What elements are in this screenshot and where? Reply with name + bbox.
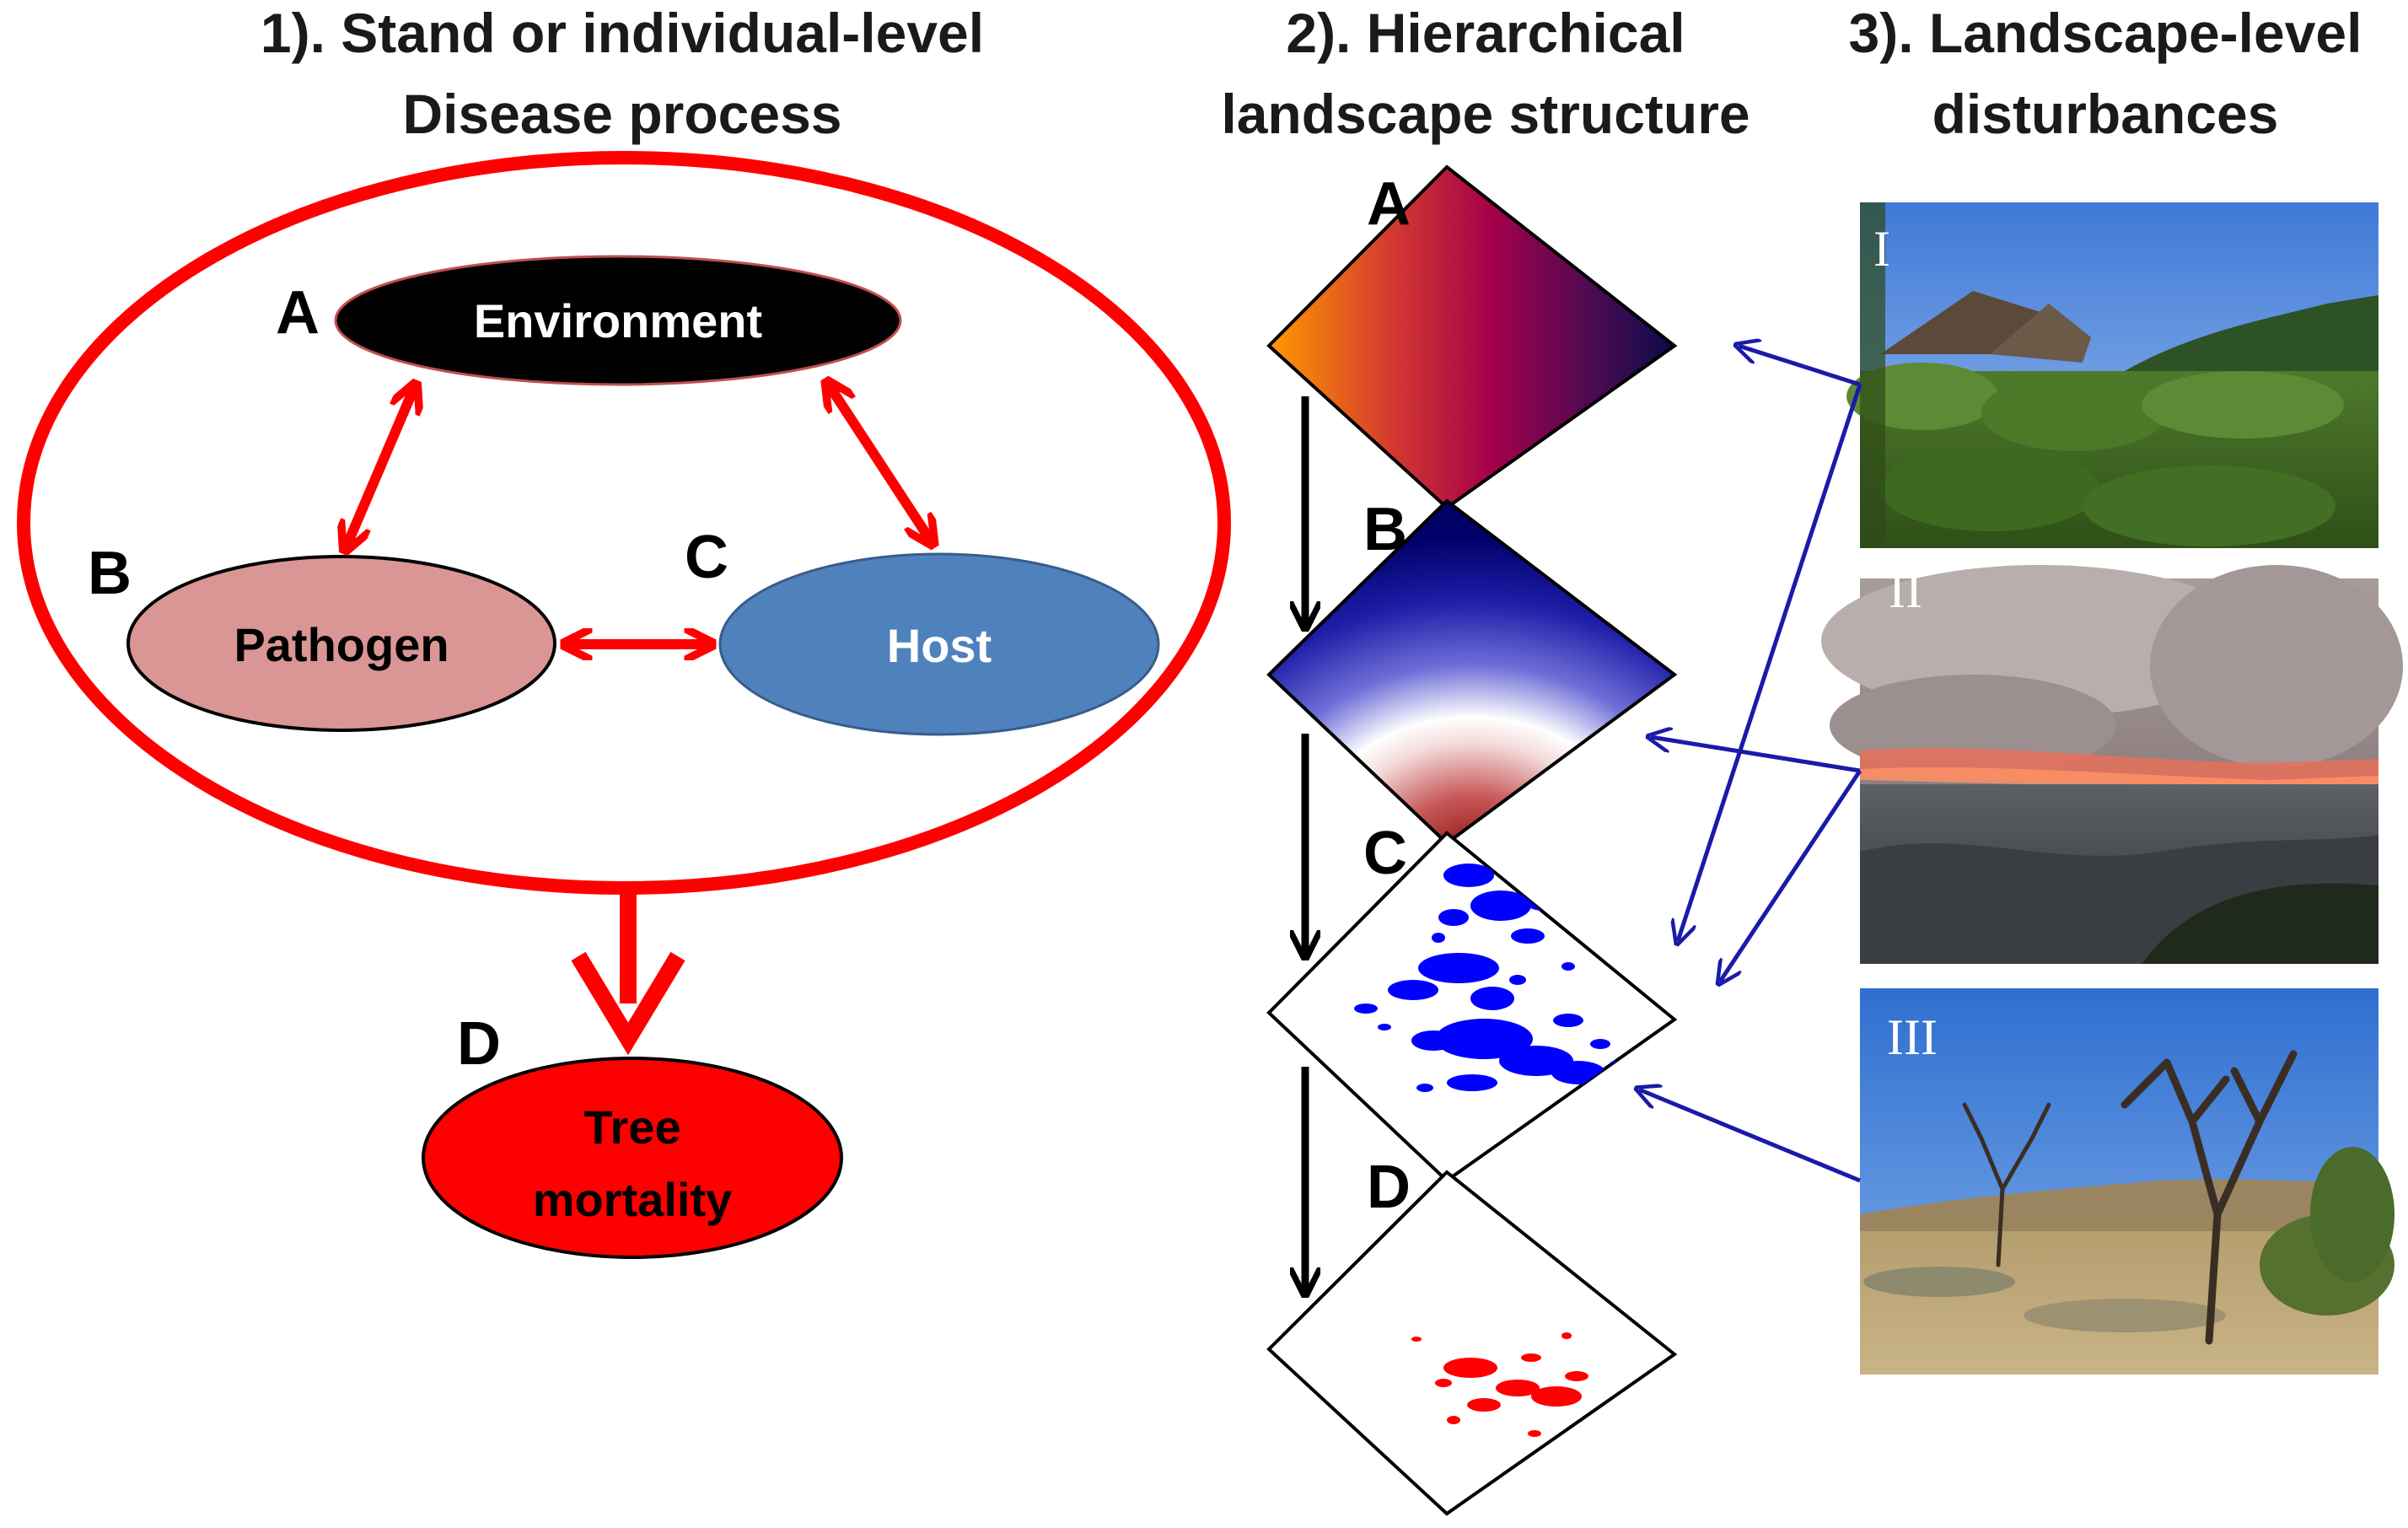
disturbance-arrow-ii-to-c xyxy=(1720,769,1862,982)
panel-2-heading-line-1: 2). Hierarchical xyxy=(1286,2,1685,64)
panel-3-heading-line-2: disturbances xyxy=(1932,83,2279,145)
photo-ii-wildfire: II xyxy=(1821,562,2403,964)
layer-b-letter: B xyxy=(1363,496,1407,563)
letter-c: C xyxy=(685,524,728,591)
photo-ii-label: II xyxy=(1889,562,1922,618)
letter-d: D xyxy=(457,1010,501,1078)
layer-a-letter: A xyxy=(1367,170,1411,238)
layer-d-diamond xyxy=(1266,1170,1678,1516)
tree-mortality-label-line-2: mortality xyxy=(533,1173,733,1226)
panel-2-landscape-structure: 2). Hierarchical landscape structure A B xyxy=(1221,2,1750,1516)
tree-mortality-node xyxy=(422,1057,843,1259)
panel-1-heading-line-2: Disease process xyxy=(402,83,841,145)
host-label: Host xyxy=(887,619,992,672)
photo-iii-label: III xyxy=(1887,1009,1938,1065)
panel-2-heading-line-2: landscape structure xyxy=(1221,83,1750,145)
arrow-environment-host xyxy=(828,384,932,542)
layer-a-diamond xyxy=(1266,164,1678,510)
layer-c-letter: C xyxy=(1363,820,1407,887)
letter-b: B xyxy=(88,540,132,607)
panel-1-disease-process: 1). Stand or individual-level Disease pr… xyxy=(17,2,1231,1259)
letter-a: A xyxy=(276,279,320,347)
layer-b-diamond xyxy=(1266,498,1678,846)
photo-iii-drought: III xyxy=(1860,988,2395,1375)
arrow-to-mortality-head xyxy=(571,951,685,1056)
panel-3-heading-line-1: 3). Landscape-level xyxy=(1849,2,2362,64)
pathogen-label: Pathogen xyxy=(234,618,449,671)
panel-3-disturbances: 3). Landscape-level disturbances I xyxy=(1639,2,2403,1375)
disturbance-arrow-i-to-c xyxy=(1678,384,1862,941)
tree-mortality-label-line-1: Tree xyxy=(583,1100,680,1154)
layer-c-pattern xyxy=(1354,864,1621,1092)
layer-d-letter: D xyxy=(1367,1154,1411,1221)
disturbance-arrow-iii-to-c xyxy=(1639,1090,1861,1183)
panel-1-heading-line-1: 1). Stand or individual-level xyxy=(261,2,984,64)
arrow-environment-pathogen xyxy=(346,386,415,548)
layer-d-pattern xyxy=(1411,1332,1588,1437)
photo-i-development: I xyxy=(1846,202,2378,548)
photo-i-label: I xyxy=(1873,221,1890,277)
environment-node xyxy=(334,255,902,386)
disturbance-arrow-ii-to-b xyxy=(1651,737,1861,773)
disturbance-arrow-i-to-a xyxy=(1739,346,1861,387)
environment-label: Environment xyxy=(474,294,762,347)
